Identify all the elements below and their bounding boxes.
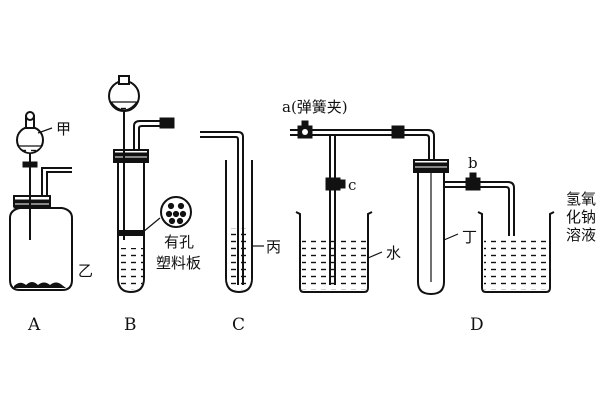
- label-naoh-solution: 氢氧 化钠 溶液: [566, 190, 600, 244]
- label-water: 水: [386, 244, 401, 262]
- label-jia: 甲: [56, 120, 71, 138]
- apparatus-c: 丙 C: [200, 131, 281, 335]
- label-clip-b: b: [468, 154, 478, 172]
- clip-b: [465, 177, 481, 191]
- label-yi: 乙: [78, 262, 93, 280]
- label-apparatus-d: D: [470, 315, 484, 335]
- label-perforated-plate-line1: 有孔: [164, 233, 194, 251]
- label-clip-c: c: [348, 176, 356, 194]
- label-perforated-plate-line2: 塑料板: [156, 254, 201, 272]
- funnel-a-stopcock: [22, 161, 38, 168]
- naoh-in-beaker: [484, 236, 548, 290]
- label-clip-a: a(弹簧夹): [282, 98, 348, 116]
- label-bing: 丙: [266, 238, 281, 256]
- label-perforated-plate: 有孔 塑料板: [156, 233, 201, 272]
- clip-c: [325, 177, 341, 191]
- label-ding: 丁: [462, 228, 477, 246]
- label-apparatus-b: B: [124, 315, 137, 335]
- label-apparatus-c: C: [232, 315, 245, 335]
- label-apparatus-a: A: [27, 315, 41, 335]
- apparatus-a: 甲 乙 A: [9, 111, 93, 335]
- apparatus-d: 水 a(弹簧夹) c 丁 b 氢氧: [282, 98, 600, 335]
- apparatus-b: 有孔 塑料板 B: [108, 75, 201, 335]
- tube-b-clip: [159, 117, 175, 129]
- perforated-plate: [119, 230, 143, 236]
- solid-layer-a: [14, 282, 66, 288]
- top-tube-clip: [391, 125, 405, 139]
